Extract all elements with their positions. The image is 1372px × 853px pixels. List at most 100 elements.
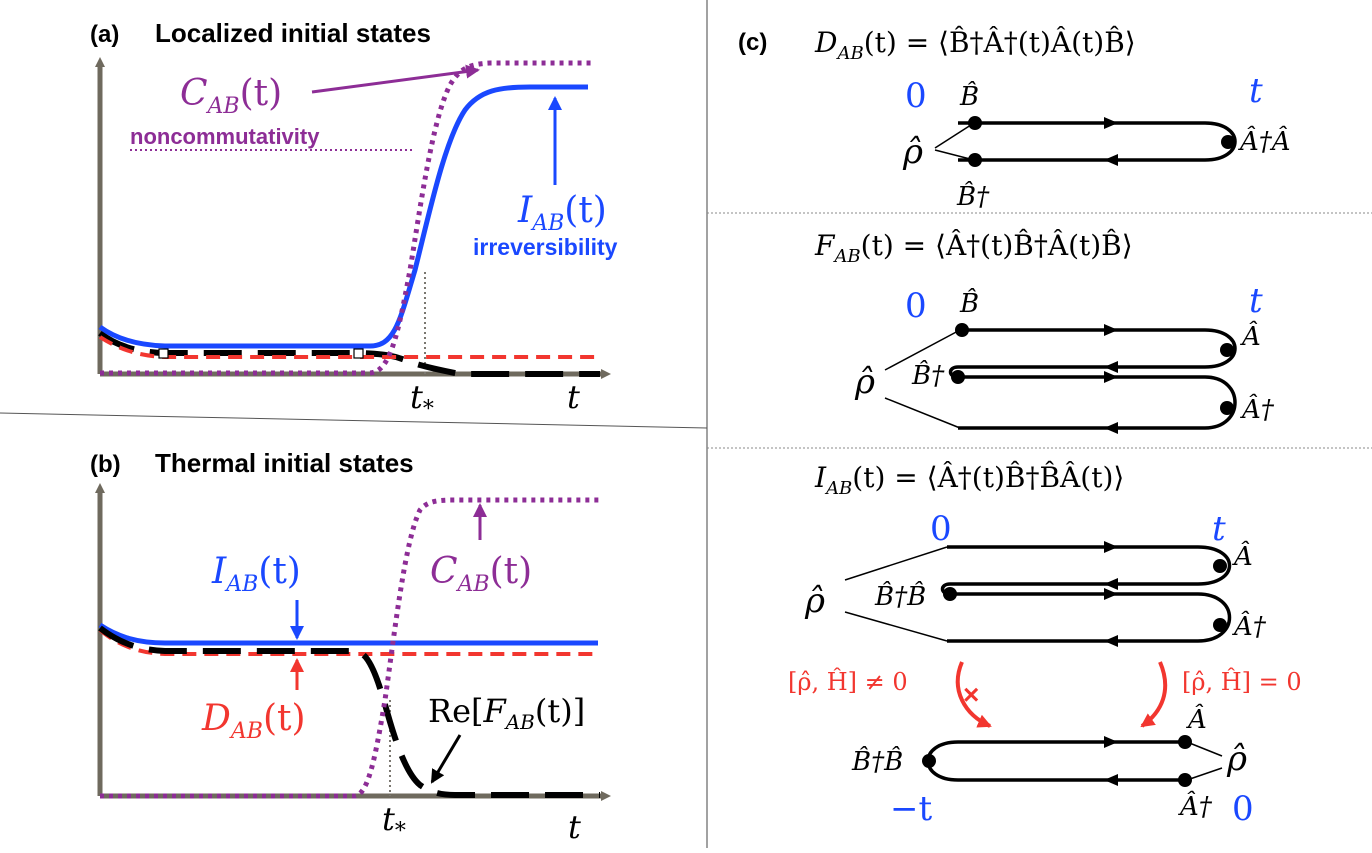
- contour-reduced-zero: 0: [1232, 789, 1254, 829]
- contour-F-dot-B: [955, 323, 969, 337]
- contour-D-path: [958, 121, 1237, 162]
- panel-b-title: Thermal initial states: [155, 448, 414, 478]
- contour-I-t: t: [1212, 509, 1226, 549]
- panel-a-I-label: IAB(t): [517, 190, 607, 236]
- contour-reduced-path: [926, 740, 1187, 782]
- contour-reduced-dot-left: [922, 754, 936, 768]
- contour-F-arrow-1: [1104, 324, 1118, 336]
- panel-a-x-label: t: [567, 378, 580, 416]
- contour-I-rho-line-top: [844, 546, 948, 581]
- contour-F-rho-line-top: [884, 329, 961, 371]
- panel-c: (c) DAB(t) = ⟨B̂†Â†(t)Â(t)B̂⟩ 0 t B̂ B̂†…: [738, 26, 1302, 829]
- panel-b: (b) Thermal initial states IAB(t) CAB(t)…: [90, 448, 611, 846]
- contour-reduced-arrow-top: [1104, 736, 1118, 748]
- contour-reduced-neg-t: −t: [890, 789, 932, 829]
- contour-F-t: t: [1249, 281, 1263, 321]
- contour-I-A: Â: [1232, 540, 1253, 572]
- contour-reduced-A: Â: [1186, 703, 1207, 735]
- contour-D-Bdag: B̂†: [956, 181, 990, 212]
- contour-F-arrow-3: [1104, 371, 1118, 383]
- contour-F-Bdag: B̂†: [911, 360, 945, 391]
- panel-a-C-label: CAB(t): [180, 73, 282, 119]
- contour-D-rho: ρ̂: [902, 132, 923, 172]
- panel-a-C-curve: [100, 60, 592, 376]
- contour-reduced-dot-A: [1178, 735, 1192, 749]
- contour-reduced-dot-Adag: [1178, 773, 1192, 787]
- panel-b-I-curve: [98, 622, 598, 646]
- red-arrow-left: [955, 661, 992, 728]
- panel-b-label: (b): [90, 451, 121, 478]
- contour-I-Adag: Â†: [1232, 610, 1267, 642]
- contour-D: 0 t B̂ B̂† ρ̂ Â†Â: [902, 71, 1291, 212]
- formula-I: IAB(t) = ⟨Â†(t)B̂†B̂Â(t)⟩: [814, 461, 1124, 499]
- panel-a-C-arrow: [311, 64, 480, 94]
- formula-D: DAB(t) = ⟨B̂†Â†(t)Â(t)B̂⟩: [814, 26, 1136, 64]
- contour-D-dot-Bdag: [968, 153, 982, 167]
- contour-F-Adag: Â†: [1240, 393, 1275, 425]
- contour-F-dot-Adag: [1220, 401, 1234, 415]
- panel-b-F-curve: [98, 625, 600, 798]
- red-cross: ×: [963, 679, 979, 710]
- contour-D-AdagA: Â†Â: [1238, 125, 1291, 157]
- contour-F-rho: ρ̂: [854, 362, 875, 402]
- contour-D-dot-turn: [1221, 135, 1235, 149]
- contour-F-A: Â: [1240, 320, 1261, 352]
- contour-I-dot-A: [1213, 559, 1227, 573]
- panel-a-marker-right: [353, 348, 364, 359]
- contour-I-BdagB: B̂†B̂: [874, 581, 926, 612]
- contour-I-dot-BdagB: [943, 587, 957, 601]
- panel-a-title: Localized initial states: [155, 18, 431, 48]
- panel-a-label: (a): [90, 21, 119, 48]
- contour-reduced-rho-line-bot: [1186, 767, 1223, 781]
- contour-I-rho-line-bot: [844, 611, 948, 642]
- contour-F-arrow-2: [1104, 361, 1118, 373]
- contour-I-arrow-2: [1104, 578, 1118, 590]
- contour-D-arrow-bot: [1104, 154, 1118, 166]
- panel-b-C-curve: [100, 497, 600, 799]
- contour-D-B: B̂: [959, 81, 979, 112]
- panel-a-I-curve: [98, 84, 588, 349]
- contour-F-arrow-4: [1104, 422, 1118, 434]
- panel-c-label: (c): [738, 29, 767, 56]
- panel-b-x-label: t: [568, 808, 581, 846]
- panel-b-D-label: DAB(t): [201, 698, 306, 744]
- contour-reduced-BdagB: B̂†B̂: [851, 746, 903, 777]
- contour-I-path: [940, 545, 1232, 643]
- contour-F-B: B̂: [959, 288, 979, 319]
- contour-F-path: [948, 328, 1237, 430]
- panel-b-F-arrow: [430, 734, 462, 784]
- contour-D-zero: 0: [905, 76, 927, 116]
- red-arrow-right: [1140, 661, 1168, 728]
- contour-I-zero: 0: [930, 509, 952, 549]
- panel-a-F-curve: [98, 330, 600, 377]
- contour-D-t: t: [1249, 71, 1263, 111]
- contour-D-rho-line-top: [934, 122, 975, 149]
- panel-b-C-label: CAB(t): [430, 551, 532, 597]
- panel-b-F-label: Re[FAB(t)]: [428, 692, 585, 734]
- contour-I-arrow-1: [1104, 541, 1118, 553]
- contour-F-zero: 0: [905, 286, 927, 326]
- panel-b-I-label: IAB(t): [211, 551, 301, 597]
- contour-F: 0 t B̂ B̂† ρ̂ Â Â†: [854, 281, 1275, 434]
- contour-I-arrow-4: [1104, 635, 1118, 647]
- divider-ab: [0, 412, 708, 429]
- panel-a-noncomm-note: noncommutativity: [130, 124, 320, 149]
- contour-I: 0 t ρ̂ B̂†B̂ Â Â†: [804, 509, 1267, 647]
- condition-noncommuting: [ρ̂, Ĥ] ≠ 0: [788, 667, 908, 696]
- panel-a: (a) Localized initial states CAB(t) nonc…: [90, 18, 618, 422]
- formula-F: FAB(t) = ⟨Â†(t)B̂†Â(t)B̂⟩: [814, 229, 1133, 267]
- contour-F-rho-line-bot: [884, 397, 961, 429]
- contour-reduced-rho: ρ̂: [1226, 739, 1247, 779]
- contour-D-arrow-top: [1104, 117, 1118, 129]
- contour-reduced-rho-line-top: [1186, 741, 1223, 757]
- panel-a-irrev-note: irreversibility: [473, 234, 618, 260]
- contour-I-dot-Adag: [1213, 618, 1227, 632]
- contour-F-dot-Bdag: [951, 370, 965, 384]
- contour-reduced: B̂†B̂ −t Â Â† ρ̂ 0: [851, 703, 1254, 829]
- condition-commuting: [ρ̂, Ĥ] = 0: [1182, 667, 1302, 696]
- contour-F-dot-A: [1220, 343, 1234, 357]
- contour-I-rho: ρ̂: [804, 581, 825, 621]
- panel-a-marker-left: [158, 348, 169, 359]
